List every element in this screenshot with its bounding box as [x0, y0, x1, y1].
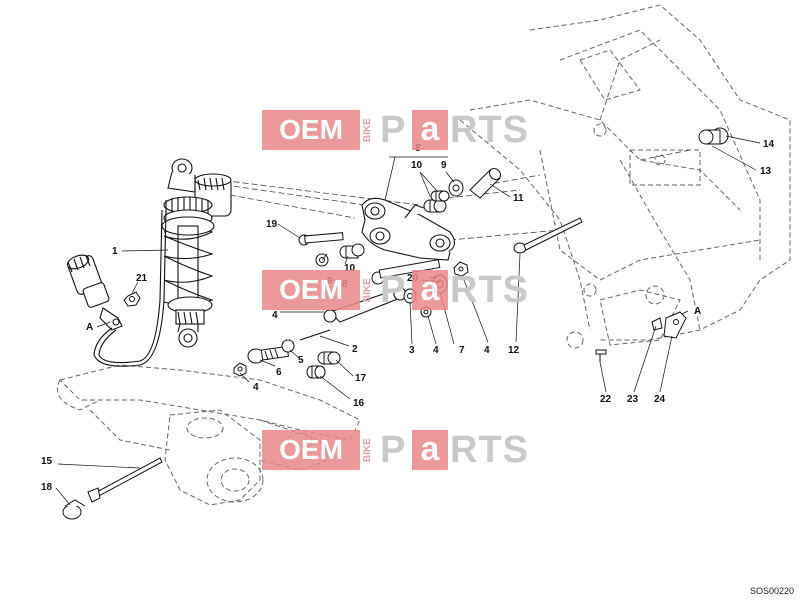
frame-outline: [459, 4, 791, 349]
part-22-screw: [595, 349, 607, 362]
part-7-bushing: [429, 274, 448, 294]
callout-4a: 4: [272, 310, 278, 321]
bushings-10-upper: [423, 190, 450, 213]
washer-9-upper: [448, 179, 464, 197]
callout-22: 22: [600, 394, 612, 405]
callout-18: 18: [41, 482, 53, 493]
callout-8-lower: 8: [342, 279, 348, 290]
callout-5: 5: [298, 355, 304, 366]
callout-13: 13: [760, 166, 772, 177]
callout-15: 15: [41, 456, 53, 467]
callout-1: 1: [112, 246, 118, 257]
callout-4c: 4: [484, 345, 490, 356]
callout-a-right: A: [694, 306, 701, 317]
part-21-nut: [123, 291, 141, 307]
part-12-long-bolt: [513, 217, 583, 254]
bolt-19: [298, 232, 344, 246]
part-6-rod-end: [247, 339, 295, 364]
callout-2: 2: [352, 344, 358, 355]
shock-absorber: [161, 158, 232, 348]
callout-4b: 4: [433, 345, 439, 356]
callout-14: 14: [763, 139, 775, 150]
part-3-bushing: [403, 288, 432, 318]
callout-3: 3: [409, 345, 415, 356]
callout-9-lower: 9: [327, 276, 333, 287]
part-2-connecting-rod: [299, 287, 407, 341]
part-16-bushing: [306, 365, 326, 379]
part-14-bushing: [698, 127, 729, 145]
callout-11: 11: [513, 193, 524, 204]
part-18-cap: [62, 499, 86, 520]
part-17-bushing: [317, 351, 341, 365]
callout-10-upper: 10: [411, 160, 423, 171]
part-4-nut-lower: [233, 362, 247, 377]
callout-17: 17: [355, 373, 367, 384]
pin-11: [469, 167, 502, 199]
callout-21: 21: [136, 273, 148, 284]
callout-7: 7: [459, 345, 465, 356]
callout-9-upper: 9: [441, 160, 447, 171]
callout-4d: 4: [253, 382, 259, 393]
leader-lines: [55, 135, 761, 506]
part-24-bracket: [651, 311, 687, 339]
callout-10-lower: 10: [344, 263, 356, 274]
bolt-20: [371, 259, 441, 285]
diagram-reference-code: SOS00220: [749, 586, 794, 596]
callout-a-left: A: [86, 322, 93, 333]
callout-19: 19: [266, 219, 278, 230]
callout-12: 12: [508, 345, 520, 356]
swingarm-outline: [57, 364, 361, 506]
remote-preload-adjuster: [66, 209, 167, 367]
bushings-10-lower: [315, 243, 365, 267]
callout-6: 6: [276, 367, 282, 378]
callout-8: 8: [415, 143, 421, 154]
part-4-nut-upper: [453, 261, 469, 277]
callout-23: 23: [627, 394, 639, 405]
callout-labels: 1 2 3 4 4 4 4 5 6 7 8 9 9 10 10 11 12 13…: [41, 139, 775, 493]
callout-16: 16: [353, 398, 365, 409]
callout-24: 24: [654, 394, 666, 405]
callout-20: 20: [407, 273, 419, 284]
part-15-long-bolt: [87, 457, 163, 503]
rocker-link: [361, 197, 456, 261]
